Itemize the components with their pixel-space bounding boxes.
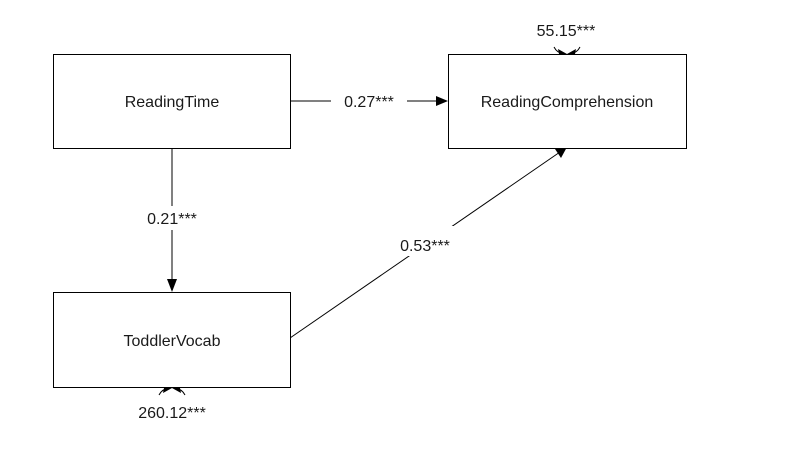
node-toddlervocab: ToddlerVocab 260.12*** <box>53 292 291 422</box>
node-readingtime: ReadingTime <box>53 54 291 149</box>
node-label: ReadingTime <box>125 94 220 111</box>
path-readingtime-to-toddlervocab: 0.21*** <box>136 148 208 292</box>
variance-loop-toddlervocab: 260.12*** <box>138 387 206 422</box>
arrow-head-icon <box>567 49 576 54</box>
node-box <box>53 292 291 388</box>
node-readingcomprehension: ReadingComprehension 55.15*** <box>448 23 687 149</box>
path-coefficient-label: 0.53*** <box>400 238 450 255</box>
variance-label: 260.12*** <box>138 405 206 422</box>
arrow-head-icon <box>172 388 181 393</box>
variance-label: 55.15*** <box>537 23 596 40</box>
path-toddlervocab-to-readingcomprehension: 0.53*** <box>289 147 567 339</box>
path-coefficient-label: 0.21*** <box>147 211 197 228</box>
path-coefficient-label: 0.27*** <box>344 94 394 111</box>
variance-loop-readingcomprehension: 55.15*** <box>537 23 596 55</box>
node-label: ToddlerVocab <box>124 333 221 350</box>
arrow-head-icon <box>163 388 172 393</box>
node-label: ReadingComprehension <box>481 94 654 111</box>
path-readingtime-to-readingcomprehension: 0.27*** <box>290 90 448 112</box>
node-box <box>448 54 687 149</box>
arrow-head-icon <box>436 96 448 106</box>
edge-label-background <box>331 90 407 112</box>
arrow-head-icon <box>558 49 567 54</box>
arrow-head-icon <box>555 147 567 158</box>
edge-label-background <box>388 226 468 256</box>
arrow-head-icon <box>167 279 177 292</box>
edge-label-background <box>136 206 208 230</box>
node-box <box>53 54 291 149</box>
